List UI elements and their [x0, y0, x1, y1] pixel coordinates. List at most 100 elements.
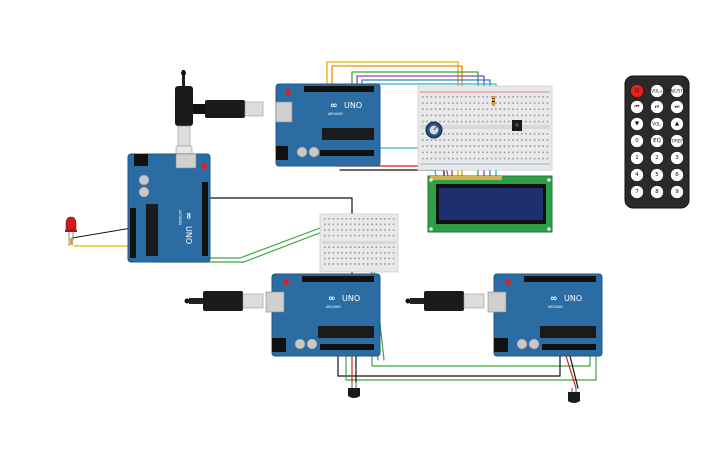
- ir-receiver[interactable]: [512, 120, 522, 131]
- remote-button-label: 6: [675, 172, 679, 178]
- remote-button-7[interactable]: 7: [630, 185, 644, 199]
- ir-remote[interactable]: ⏻ VOL+ FUNC/STOP ⏮ ⏯ ⏭ ▼ VOL- ▲ 0 EQ ST/REPT 1 2 3 4 5 6 7…: [624, 75, 690, 209]
- usb-cable-right-board[interactable]: [405, 291, 485, 311]
- remote-button-up-arrow[interactable]: ▲: [670, 117, 684, 131]
- usb-port[interactable]: [175, 153, 197, 169]
- remote-button-1[interactable]: 1: [630, 151, 644, 165]
- remote-button-play-pause[interactable]: ⏯: [650, 100, 664, 114]
- wire-green-bottom[interactable]: [345, 353, 597, 381]
- remote-button-label: VOL+: [651, 89, 662, 94]
- wire-black-lcd[interactable]: [339, 169, 445, 177]
- remote-button-label: 5: [655, 172, 659, 178]
- reset-button[interactable]: [285, 89, 291, 95]
- remote-button-eq[interactable]: EQ: [650, 134, 664, 148]
- up-arrow-icon: ▲: [675, 121, 680, 127]
- remote-button-label: 8: [655, 189, 659, 195]
- remote-button-label: 7: [635, 189, 639, 195]
- wire-red-sensor-right[interactable]: [565, 355, 577, 389]
- atmega-chip: [146, 204, 158, 256]
- remote-button-vol-[interactable]: VOL+: [650, 84, 664, 98]
- remote-button-3[interactable]: 3: [670, 151, 684, 165]
- remote-button-label: ST/REPT: [669, 139, 686, 144]
- arduino-logo-icon: ∞: [328, 294, 336, 304]
- resistor[interactable]: [492, 96, 495, 106]
- wire-black-led[interactable]: [71, 227, 133, 239]
- remote-button-5[interactable]: 5: [650, 168, 664, 182]
- power-jack[interactable]: [494, 338, 508, 352]
- atmega-chip: [540, 326, 596, 338]
- remote-button-label: FUNC/STOP: [666, 89, 689, 94]
- rewind-icon: ⏮: [635, 104, 640, 110]
- power-jack[interactable]: [272, 338, 286, 352]
- remote-button-label: 4: [635, 172, 639, 178]
- usb-port[interactable]: [275, 101, 293, 123]
- reset-button[interactable]: [505, 279, 511, 285]
- board-brand: ARDUINO: [328, 112, 344, 116]
- remote-button-8[interactable]: 8: [650, 185, 664, 199]
- arduino-logo-icon: ∞: [183, 212, 193, 220]
- power-jack[interactable]: [276, 146, 288, 160]
- remote-button-2[interactable]: 2: [650, 151, 664, 165]
- fast-forward-icon: ⏭: [675, 104, 680, 110]
- analog-header: [320, 344, 374, 350]
- usb-cable-left-board[interactable]: [175, 70, 264, 165]
- remote-button-func-stop[interactable]: FUNC/STOP: [666, 84, 689, 98]
- red-led[interactable]: [65, 216, 77, 246]
- remote-button-9[interactable]: 9: [670, 185, 684, 199]
- remote-button-6[interactable]: 6: [670, 168, 684, 182]
- remote-button-st-rept[interactable]: ST/REPT: [669, 134, 686, 148]
- potentiometer[interactable]: [425, 121, 443, 139]
- wire-black-sensor-right[interactable]: [569, 355, 579, 389]
- power-icon: ⏻: [635, 87, 640, 94]
- remote-button-label: EQ: [653, 138, 661, 144]
- temperature-sensor-right[interactable]: [568, 388, 580, 403]
- lcd-screen: [439, 188, 543, 220]
- usb-cable-center-board[interactable]: [184, 291, 264, 311]
- remote-button-vol-[interactable]: VOL-: [650, 117, 664, 131]
- remote-button-fast-forward[interactable]: ⏭: [670, 100, 684, 114]
- arduino-uno-bottom-center[interactable]: ∞ UNO ARDUINO: [265, 273, 381, 357]
- temperature-sensor-center[interactable]: [348, 382, 360, 398]
- remote-button-label: VOL-: [652, 122, 662, 127]
- analog-header: [542, 344, 596, 350]
- atmega-chip: [318, 326, 374, 338]
- usb-port[interactable]: [265, 291, 285, 313]
- board-model: UNO: [184, 226, 193, 244]
- arduino-uno-bottom-right[interactable]: ∞ UNO ARDUINO: [487, 273, 603, 357]
- board-model: UNO: [564, 294, 582, 303]
- arduino-logo-icon: ∞: [330, 101, 338, 111]
- breadboard-small[interactable]: [319, 213, 399, 273]
- power-jack[interactable]: [134, 154, 148, 166]
- remote-button-0[interactable]: 0: [630, 134, 644, 148]
- remote-button-label: 1: [635, 155, 639, 161]
- breadboard-holes: [422, 96, 549, 160]
- analog-header: [130, 208, 136, 258]
- usb-port[interactable]: [487, 291, 507, 313]
- reset-button[interactable]: [283, 279, 289, 285]
- digital-header: [304, 86, 374, 92]
- board-brand: ARDUINO: [548, 305, 564, 309]
- remote-button-4[interactable]: 4: [630, 168, 644, 182]
- remote-button-label: 3: [675, 155, 679, 161]
- digital-header: [202, 182, 208, 256]
- remote-button-rewind[interactable]: ⏮: [630, 100, 644, 114]
- breadboard-holes: [324, 218, 395, 265]
- remote-button-label: 9: [675, 189, 679, 195]
- arduino-uno-top[interactable]: ∞ UNO ARDUINO: [275, 83, 381, 167]
- arduino-uno-left[interactable]: ∞ UNO ARDUINO: [127, 153, 211, 263]
- digital-header: [524, 276, 596, 282]
- remote-button-label: 0: [635, 138, 639, 144]
- lcd-pin-header: [430, 176, 502, 180]
- lcd-16x2[interactable]: [427, 175, 553, 233]
- wire-black-bottom[interactable]: [337, 353, 561, 377]
- board-model: UNO: [342, 294, 360, 303]
- remote-button-power[interactable]: ⏻: [630, 84, 644, 98]
- play-pause-icon: ⏯: [655, 104, 659, 110]
- analog-header: [320, 150, 374, 156]
- reset-button[interactable]: [201, 163, 207, 169]
- remote-button-down-arrow[interactable]: ▼: [630, 117, 644, 131]
- remote-button-grid: ⏻ VOL+ FUNC/STOP ⏮ ⏯ ⏭ ▼ VOL- ▲ 0 EQ ST/REPT 1 2 3 4 5 6 7…: [630, 84, 689, 199]
- board-model: UNO: [344, 101, 362, 110]
- board-brand: ARDUINO: [326, 305, 342, 309]
